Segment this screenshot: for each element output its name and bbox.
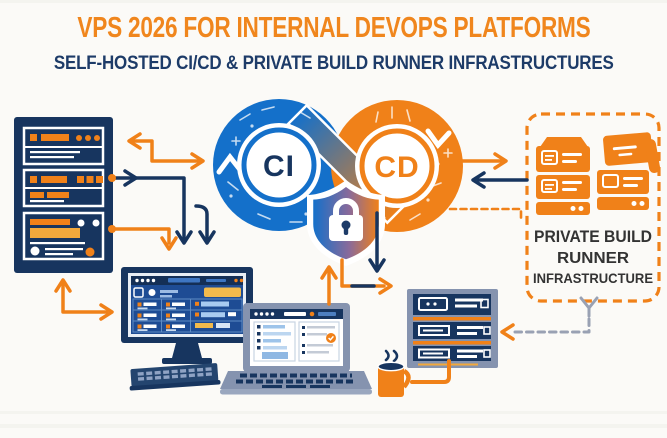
keyboard-icon <box>129 363 221 391</box>
rack-unit <box>22 211 105 261</box>
page-title: VPS 2026 FOR INTERNAL DEVOPS PLATFORMS <box>0 13 667 44</box>
coffee-mug-icon <box>377 349 411 397</box>
laptop-left-panel <box>257 325 291 359</box>
laptop-dashboard <box>250 309 343 362</box>
bottom-streak-2 <box>0 424 667 428</box>
monitor-dashboard <box>131 276 244 334</box>
dashed-link-loop-box <box>448 207 523 224</box>
left-server-rack <box>14 117 113 273</box>
arrow-loop-to-runnerbox <box>457 152 508 170</box>
server-stack-details <box>541 145 645 211</box>
flow-arrows <box>54 132 599 384</box>
connector-dot <box>108 225 116 233</box>
runner-box-label-line3: INFRASTRUCTURE <box>533 270 653 286</box>
arrow-rack-monitor-elbow <box>54 278 114 321</box>
devops-infinity-loop: CI CD <box>213 99 463 232</box>
padlock-icon <box>329 198 363 241</box>
laptop-right-panel <box>298 321 340 362</box>
arrow-loop-to-monitor <box>194 204 216 245</box>
power-cable <box>410 359 451 384</box>
merge-arrow-icon <box>579 296 599 318</box>
page-subtitle-text: SELF-HOSTED CI/CD & PRIVATE BUILD RUNNER… <box>53 52 614 74</box>
ci-label: CI <box>263 150 295 183</box>
runner-box-label-line2: RUNNER <box>557 250 629 267</box>
arrow-rack-to-monitor-orange <box>114 227 178 251</box>
arrow-laptop-to-shield <box>320 265 338 306</box>
rack-unit <box>22 168 105 208</box>
private-runner-box: PRIVATE BUILD RUNNER INFRASTRUCTURE <box>525 112 661 303</box>
page-subtitle: SELF-HOSTED CI/CD & PRIVATE BUILD RUNNER… <box>0 53 667 74</box>
arrow-loop-to-laptop <box>368 211 386 273</box>
build-server-icon <box>407 289 498 368</box>
rack-unit <box>22 126 105 166</box>
dashed-border <box>525 112 661 303</box>
dashed-link-box-to-server <box>500 296 599 341</box>
arrow-shield-to-server <box>340 258 393 295</box>
bottom-streak-1 <box>0 411 667 414</box>
monitor-table-cells <box>137 301 236 331</box>
shield-lock-icon <box>307 180 385 266</box>
page-title-text: VPS 2026 FOR INTERNAL DEVOPS PLATFORMS <box>76 12 591 44</box>
cd-label: CD <box>374 151 419 184</box>
top-edge-streak <box>0 0 667 3</box>
laptop-icon <box>220 303 372 395</box>
cd-arrow-notch <box>425 128 452 149</box>
connector-dot <box>108 174 116 182</box>
arrow-runnerbox-to-loop <box>471 171 529 189</box>
arrow-rack-loop-bidirectional <box>127 132 205 170</box>
runner-box-label-line1: PRIVATE BUILD <box>534 228 652 246</box>
arrow-rack-to-monitor-navy <box>114 169 193 245</box>
desktop-monitor-icon <box>121 267 253 364</box>
